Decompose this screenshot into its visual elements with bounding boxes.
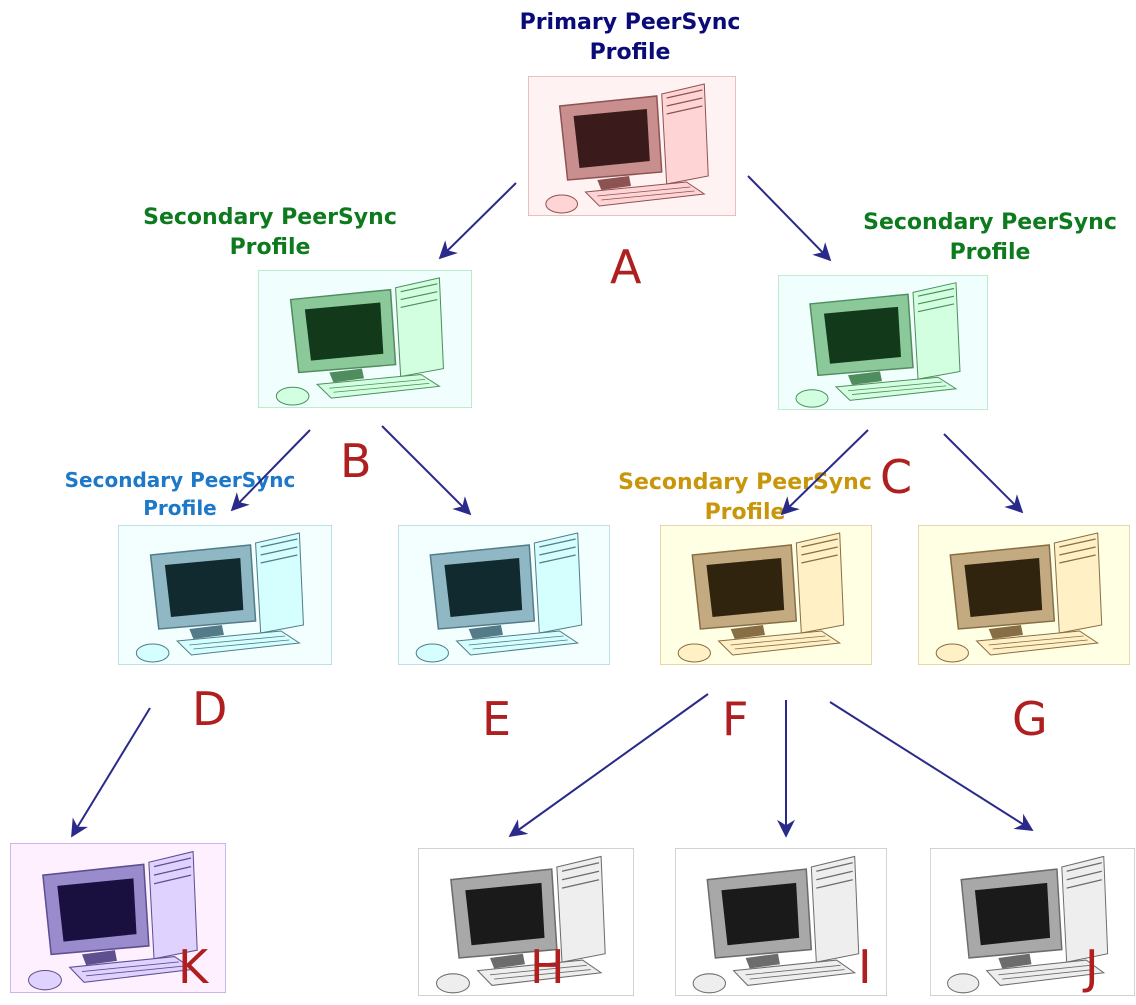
secondary-profile-label-b: Secondary PeerSync Profile [143,205,397,260]
computer-icon [528,76,736,216]
computer-node-i [675,848,887,996]
node-label-j: J [1085,940,1099,994]
computer-icon [660,525,872,665]
computer-node-e [398,525,610,665]
computer-icon [778,275,988,410]
edge-c-f [780,429,869,516]
computer-icon [418,848,634,996]
edge-f-j [829,701,1034,831]
computer-icon [258,270,472,408]
secondary-profile-label-f: Secondary PeerSync Profile [618,470,872,525]
node-label-e: E [482,692,512,746]
secondary-profile-label-d: Secondary PeerSync Profile [64,468,296,520]
computer-icon [398,525,610,665]
edge-b-e [381,425,472,516]
computer-icon [118,525,332,665]
node-label-c: C [880,450,913,504]
node-label-g: G [1012,692,1048,746]
node-label-h: H [530,940,565,994]
computer-node-h [418,848,634,996]
secondary-profile-label-c: Secondary PeerSync Profile [863,210,1117,265]
edge-f-h [508,693,709,838]
computer-icon [675,848,887,996]
computer-icon [918,525,1130,665]
edge-c-g [943,433,1024,514]
node-label-f: F [722,692,749,746]
computer-node-b [258,270,472,408]
computer-icon [10,843,226,993]
edge-d-k [71,707,151,838]
node-label-d: D [192,682,228,736]
computer-node-d [118,525,332,665]
computer-node-k [10,843,226,993]
computer-icon [930,848,1135,996]
node-label-i: I [858,940,872,994]
computer-node-c [778,275,988,410]
computer-node-j [930,848,1135,996]
node-label-a: A [610,240,642,294]
edge-b-d [230,429,311,512]
node-label-b: B [340,434,372,488]
computer-node-f [660,525,872,665]
node-label-k: K [178,940,209,994]
primary-profile-label: Primary PeerSync Profile [519,10,741,65]
edge-a-b [438,182,517,260]
computer-node-g [918,525,1130,665]
computer-node-a [528,76,736,216]
edge-a-c [747,175,832,262]
